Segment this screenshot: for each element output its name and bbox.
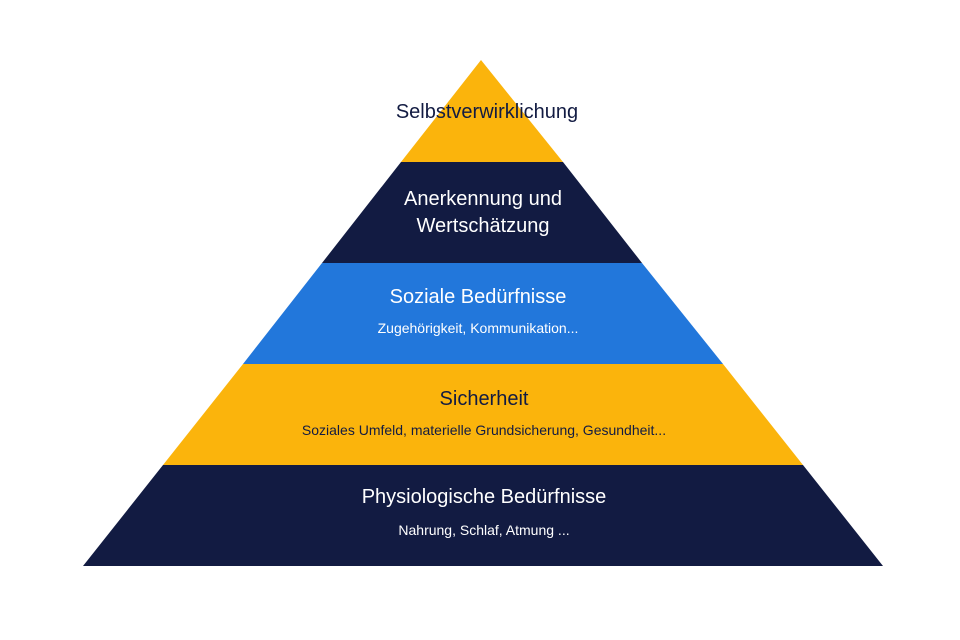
pyramid-level-3-shape — [243, 263, 723, 364]
pyramid-level-2-title: Sicherheit — [440, 388, 529, 410]
pyramid-level-1-title: Physiologische Bedürfnisse — [362, 486, 607, 508]
pyramid-level-1-subtitle: Nahrung, Schlaf, Atmung ... — [398, 522, 569, 538]
pyramid-level-4-shape — [322, 162, 642, 263]
pyramid-level-5-shape — [401, 60, 563, 162]
pyramid-level-1-shape — [83, 465, 883, 566]
pyramid-level-2-subtitle: Soziales Umfeld, materielle Grundsicheru… — [302, 422, 666, 438]
pyramid-level-4-title-line2: Wertschätzung — [416, 215, 549, 237]
pyramid-level-5-title: Selbstverwirklichung — [396, 101, 578, 123]
pyramid-level-2-shape — [163, 364, 803, 465]
pyramid-level-4-title-line1: Anerkennung und — [404, 188, 562, 210]
pyramid-level-3-subtitle: Zugehörigkeit, Kommunikation... — [378, 320, 579, 336]
pyramid-level-3-title: Soziale Bedürfnisse — [390, 286, 567, 308]
